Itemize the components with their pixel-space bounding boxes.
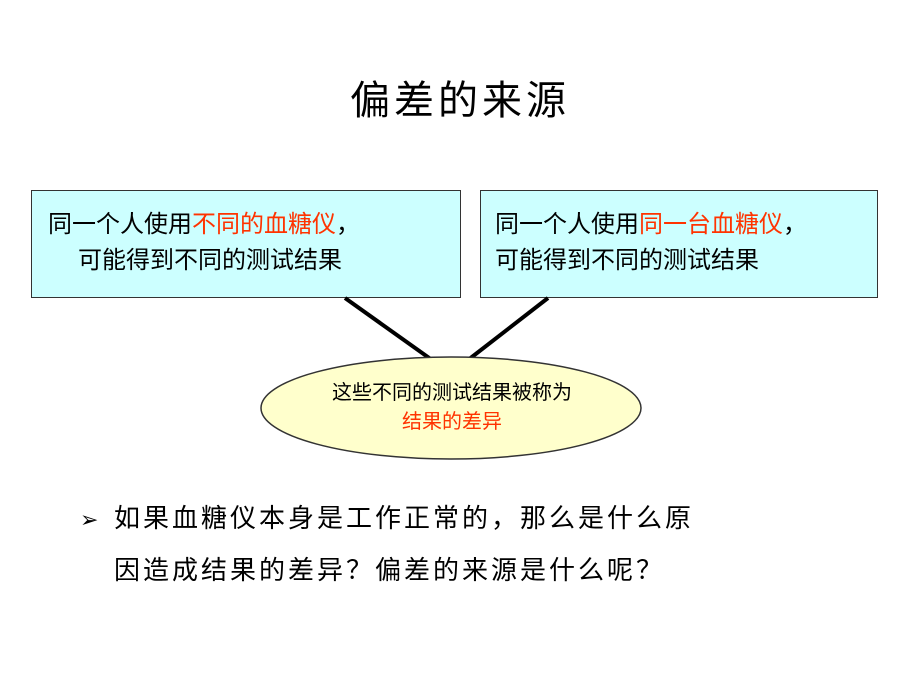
right-box-suffix: ，	[783, 210, 807, 238]
ellipse-line1: 这些不同的测试结果被称为	[332, 380, 572, 404]
bullet-text-line2: 因造成结果的差异？偏差的来源是什么呢？	[114, 556, 666, 586]
question-bullet: ➢ 如果血糖仪本身是工作正常的，那么是什么原 因造成结果的差异？偏差的来源是什么呢…	[80, 494, 880, 596]
arrow-bullet-icon: ➢	[80, 508, 99, 533]
slide-title: 偏差的来源	[350, 78, 570, 124]
left-box-highlight: 不同的血糖仪	[192, 210, 336, 238]
right-statement-box: 同一个人使用同一台血糖仪， 可能得到不同的测试结果	[480, 190, 878, 298]
ellipse-line2: 结果的差异	[402, 409, 502, 433]
bullet-text-line1: 如果血糖仪本身是工作正常的，那么是什么原	[114, 504, 695, 534]
ellipse-label: 这些不同的测试结果被称为 结果的差异	[262, 378, 642, 436]
left-box-prefix: 同一个人使用	[48, 210, 192, 238]
result-ellipse	[260, 356, 642, 460]
left-box-line1: 同一个人使用不同的血糖仪，	[48, 206, 460, 242]
left-connector-line	[343, 296, 434, 362]
left-box-line2: 可能得到不同的测试结果	[78, 246, 342, 274]
left-statement-box: 同一个人使用不同的血糖仪， 可能得到不同的测试结果	[31, 190, 461, 298]
right-box-prefix: 同一个人使用	[495, 210, 639, 238]
right-box-line2: 可能得到不同的测试结果	[495, 246, 759, 274]
right-connector-line	[466, 296, 550, 362]
left-box-suffix: ，	[336, 210, 360, 238]
right-box-highlight: 同一台血糖仪	[639, 210, 783, 238]
bullet-line1: ➢ 如果血糖仪本身是工作正常的，那么是什么原	[80, 494, 880, 546]
right-box-line1: 同一个人使用同一台血糖仪，	[495, 206, 877, 242]
